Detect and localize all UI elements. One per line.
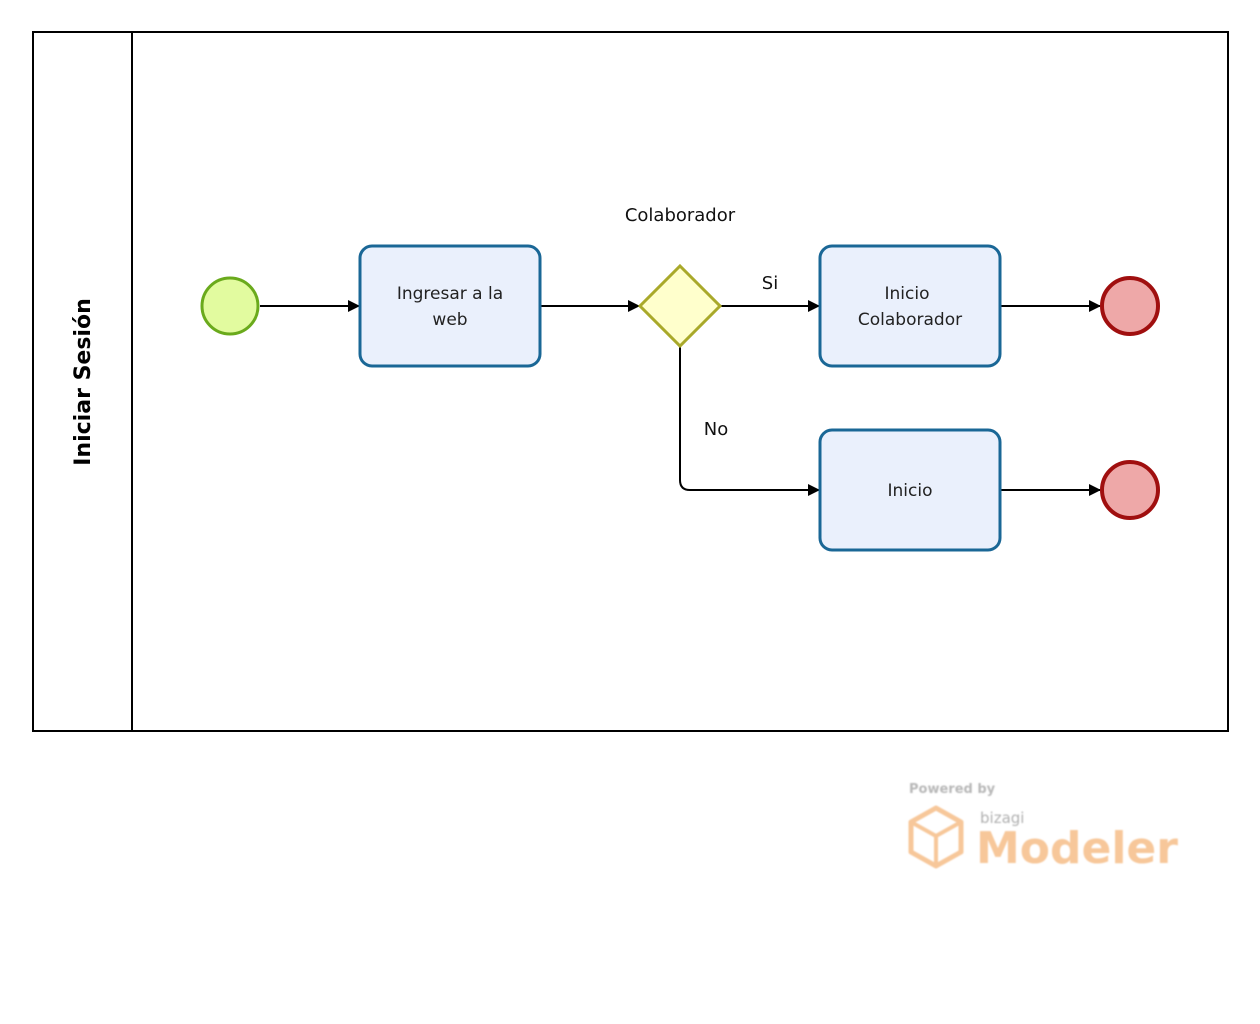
watermark-powered-by: Powered by [909,782,996,797]
flow-yes-label: Si [762,273,778,294]
task-ingresar-web-box [358,244,542,368]
gateway-label: Colaborador [625,205,736,226]
start-event[interactable] [200,276,260,336]
pool-frame [32,31,1229,732]
task-inicio-label: Inicio [888,481,933,501]
bizagi-logo-icon [908,805,964,869]
task-ingresar-web[interactable]: Ingresar a la web [358,244,542,368]
end-event-colaborador[interactable] [1100,276,1160,336]
watermark-product: Modeler [976,823,1178,874]
task-inicio-colaborador-box [818,244,1002,368]
task-inicio-colaborador[interactable]: Inicio Colaborador [818,244,1002,368]
watermark-brand: bizagi [980,809,1024,827]
flow-gateway-no[interactable] [679,346,820,496]
bizagi-watermark: Powered by bizagi Modeler [908,782,1178,874]
task-ingresar-web-label-line1: Ingresar a la [397,284,503,304]
lane-title: Iniciar Sesión [71,298,96,466]
gateway-colaborador[interactable] [637,263,723,349]
end-event-inicio[interactable] [1100,460,1160,520]
flow-no-label: No [704,419,728,440]
task-inicio-colaborador-label-line2: Colaborador [858,310,962,330]
task-inicio[interactable]: Inicio [818,428,1002,552]
task-inicio-colaborador-label-line1: Inicio [885,284,930,304]
task-ingresar-web-label-line2: web [432,310,467,330]
task-inicio-box [818,428,1002,552]
gateway-diamond [637,263,723,349]
